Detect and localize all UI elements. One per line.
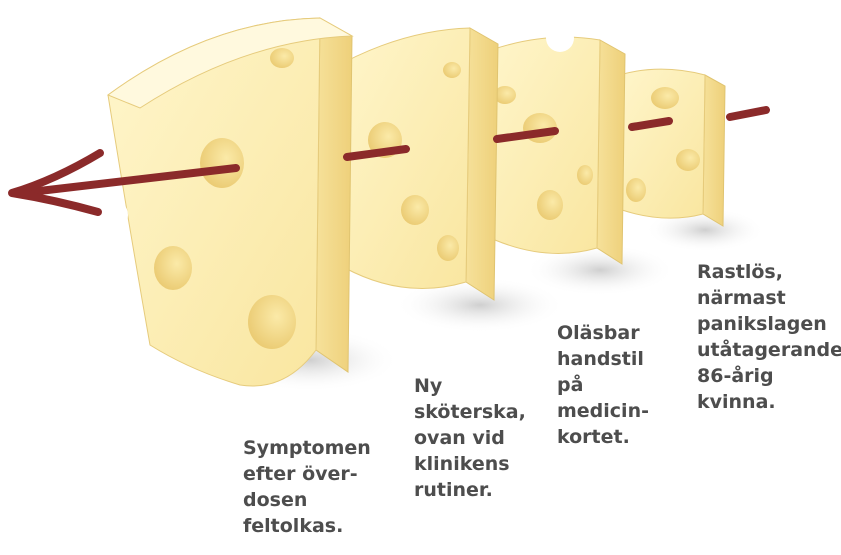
layer-label-2: Ny sköterska, ovan vid klinikens rutiner… bbox=[414, 373, 526, 503]
cheese-side bbox=[703, 75, 725, 226]
cheese-hole bbox=[676, 149, 700, 171]
cheese-notch bbox=[546, 24, 574, 52]
cheese-slice-4 bbox=[610, 69, 765, 252]
cheese-hole bbox=[443, 62, 461, 78]
cheese-hole bbox=[154, 246, 192, 290]
cheese-hole bbox=[577, 165, 593, 185]
cheese-notch bbox=[96, 199, 128, 231]
cheese-hole bbox=[626, 178, 646, 202]
layer-label-1: Symptomen efter över- dosen feltolkas. bbox=[243, 435, 371, 539]
arrow-segment bbox=[730, 110, 766, 117]
cheese-hole bbox=[437, 235, 459, 261]
cheese-hole bbox=[200, 138, 244, 188]
cheese-hole bbox=[248, 295, 296, 349]
cheese-side bbox=[316, 18, 352, 372]
cheese-hole bbox=[270, 48, 294, 68]
layer-label-4: Rastlös, närmast panikslagen utåtagerand… bbox=[697, 259, 841, 415]
cheese-hole bbox=[651, 87, 679, 109]
layer-label-3: Oläsbar handstil på medicin- kortet. bbox=[557, 320, 649, 450]
cheese-hole bbox=[401, 195, 429, 225]
cheese-side bbox=[597, 40, 625, 264]
cheese-side bbox=[466, 28, 498, 300]
cheese-hole bbox=[537, 190, 563, 220]
